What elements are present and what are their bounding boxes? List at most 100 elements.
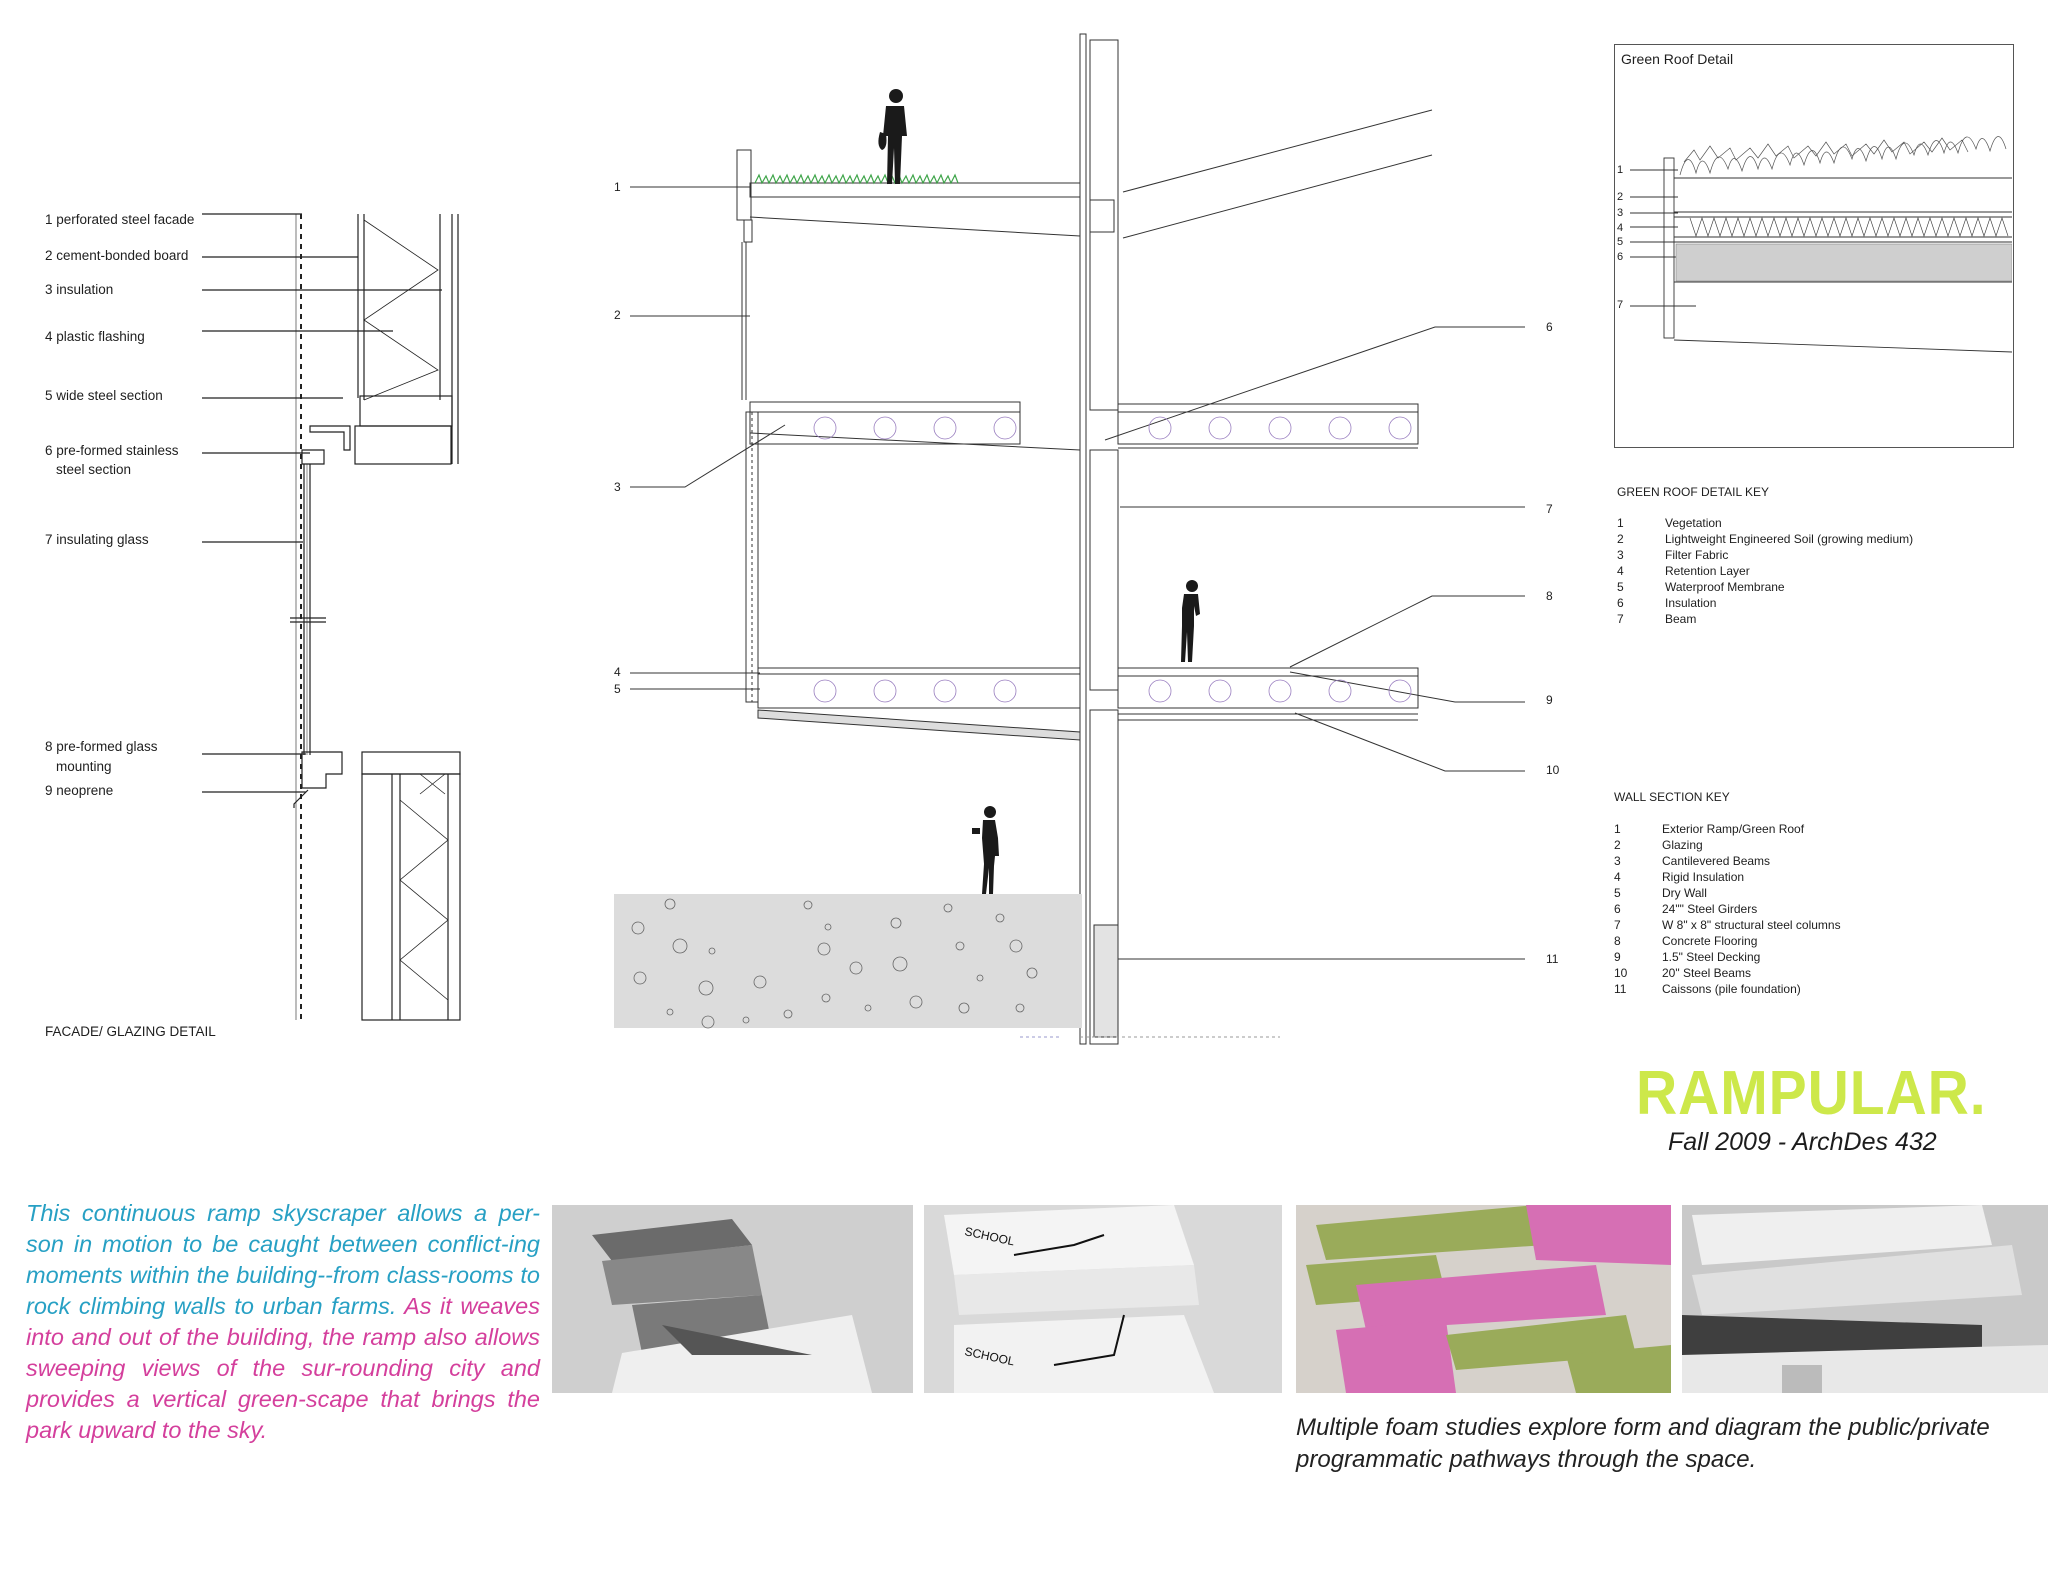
gr-key-num: 4 xyxy=(1617,564,1624,578)
wall-key-text: 1.5" Steel Decking xyxy=(1662,950,1761,964)
wall-key-row-9: 9 1.5" Steel Decking xyxy=(1614,950,1760,964)
model-photo-4-art xyxy=(1682,1205,2048,1393)
gr-num-1: 1 xyxy=(1617,164,1624,176)
facade-label-2: 2 cement-bonded board xyxy=(45,248,189,263)
wall-key-text: Cantilevered Beams xyxy=(1662,854,1771,868)
model-photo-4 xyxy=(1682,1205,2048,1393)
wall-key-row-7: 7 W 8" x 8" structural steel columns xyxy=(1614,918,1841,932)
facade-label-6: 6 pre-formed stainless xyxy=(45,443,179,458)
wall-key-num: 4 xyxy=(1614,870,1621,884)
gr-num-2: 2 xyxy=(1617,191,1624,203)
section-num-1: 1 xyxy=(614,180,621,194)
wall-key-num: 8 xyxy=(1614,934,1621,948)
wall-key-text: W 8" x 8" structural steel columns xyxy=(1662,918,1841,932)
wall-key-num: 6 xyxy=(1614,902,1621,916)
gr-key-text: Vegetation xyxy=(1665,516,1722,530)
section-num-8: 8 xyxy=(1546,589,1553,603)
gr-key-num: 1 xyxy=(1617,516,1624,530)
model-photo-1 xyxy=(552,1205,913,1393)
wall-key-row-8: 8 Concrete Flooring xyxy=(1614,934,1757,948)
model-photo-1-art xyxy=(552,1205,913,1393)
model-photo-3-art xyxy=(1296,1205,1671,1393)
wall-key-num: 9 xyxy=(1614,950,1621,964)
wall-key-text: Caissons (pile foundation) xyxy=(1662,982,1801,996)
section-drawing xyxy=(614,33,1525,1045)
green-roof-title: Green Roof Detail xyxy=(1621,51,1734,67)
gr-key-row-4: 4 Retention Layer xyxy=(1617,564,1750,578)
gr-num-6: 6 xyxy=(1617,251,1624,263)
wall-key-row-1: 1 Exterior Ramp/Green Roof xyxy=(1614,822,1804,836)
facade-drawing xyxy=(202,213,461,1021)
section-num-2: 2 xyxy=(614,308,621,322)
section-num-11: 11 xyxy=(1546,952,1559,966)
wall-key-text: Concrete Flooring xyxy=(1662,934,1758,948)
project-title: RAMPULAR. xyxy=(1636,1059,1987,1128)
model-photo-2: SCHOOL SCHOOL xyxy=(924,1205,1282,1393)
facade-label-9: 9 neoprene xyxy=(45,783,114,798)
wall-key-row-4: 4 Rigid Insulation xyxy=(1614,870,1744,884)
gr-key-num: 2 xyxy=(1617,532,1624,546)
gr-key-text: Waterproof Membrane xyxy=(1665,580,1785,594)
section-num-10: 10 xyxy=(1546,763,1560,777)
wall-key-num: 5 xyxy=(1614,886,1621,900)
section-num-3: 3 xyxy=(614,480,621,494)
wall-key-num: 2 xyxy=(1614,838,1621,852)
green-roof-frame xyxy=(1614,44,2014,448)
wall-key-num: 7 xyxy=(1614,918,1621,932)
wall-key-num: 1 xyxy=(1614,822,1621,836)
gr-num-3: 3 xyxy=(1617,207,1624,219)
gr-key-row-5: 5 Waterproof Membrane xyxy=(1617,580,1785,594)
facade-label-3: 3 insulation xyxy=(45,282,114,297)
photos-caption: Multiple foam studies explore form and d… xyxy=(1296,1414,1990,1473)
gr-key-num: 7 xyxy=(1617,612,1624,626)
wall-key-row-3: 3 Cantilevered Beams xyxy=(1614,854,1770,868)
wall-key-text: 20" Steel Beams xyxy=(1662,966,1751,980)
wall-key-row-5: 5 Dry Wall xyxy=(1614,886,1707,900)
section-num-4: 4 xyxy=(614,665,621,679)
wall-key-title: WALL SECTION KEY xyxy=(1614,790,1730,804)
section-num-7: 7 xyxy=(1546,502,1553,516)
wall-key-row-11: 11 Caissons (pile foundation) xyxy=(1614,982,1801,996)
facade-label-6b: steel section xyxy=(56,462,132,477)
wall-key-text: Dry Wall xyxy=(1662,886,1707,900)
facade-caption: FACADE/ GLAZING DETAIL xyxy=(45,1024,216,1039)
wall-key-row-6: 6 24"" Steel Girders xyxy=(1614,902,1757,916)
gr-num-7: 7 xyxy=(1617,299,1624,311)
gr-key-num: 3 xyxy=(1617,548,1624,562)
gr-key-text: Retention Layer xyxy=(1665,564,1750,578)
wall-key-row-2: 2 Glazing xyxy=(1614,838,1703,852)
project-subtitle: Fall 2009 - ArchDes 432 xyxy=(1668,1128,1937,1156)
gr-key-row-6: 6 Insulation xyxy=(1617,596,1716,610)
gr-num-5: 5 xyxy=(1617,236,1624,248)
wall-key-num: 10 xyxy=(1614,966,1628,980)
gr-key-num: 5 xyxy=(1617,580,1624,594)
gr-key-text: Insulation xyxy=(1665,596,1717,610)
gr-num-4: 4 xyxy=(1617,222,1624,234)
facade-label-7: 7 insulating glass xyxy=(45,532,149,547)
gr-key-row-2: 2 Lightweight Engineered Soil (growing me… xyxy=(1617,532,1913,546)
wall-key-num: 11 xyxy=(1614,982,1627,996)
section-num-6: 6 xyxy=(1546,320,1553,334)
model-photo-2-art: SCHOOL SCHOOL xyxy=(924,1205,1282,1393)
facade-label-8: 8 pre-formed glass xyxy=(45,739,158,754)
wall-key-text: Rigid Insulation xyxy=(1662,870,1745,884)
gr-key-text: Lightweight Engineered Soil (growing med… xyxy=(1665,532,1914,546)
facade-label-8b: mounting xyxy=(56,759,112,774)
gr-key-text: Filter Fabric xyxy=(1665,548,1729,562)
description-cyan: This continuous ramp skyscraper allows a… xyxy=(26,1200,540,1319)
wall-key-num: 3 xyxy=(1614,854,1621,868)
wall-key-text: 24"" Steel Girders xyxy=(1662,902,1758,916)
gr-key-row-1: 1 Vegetation xyxy=(1617,516,1722,530)
model-photo-3 xyxy=(1296,1205,1671,1393)
wall-key-text: Glazing xyxy=(1662,838,1703,852)
facade-label-1: 1 perforated steel facade xyxy=(45,212,195,227)
gr-key-row-3: 3 Filter Fabric xyxy=(1617,548,1728,562)
facade-label-5: 5 wide steel section xyxy=(45,388,163,403)
gr-key-num: 6 xyxy=(1617,596,1624,610)
wall-key-text: Exterior Ramp/Green Roof xyxy=(1662,822,1805,836)
green-roof-key-title: GREEN ROOF DETAIL KEY xyxy=(1617,485,1770,499)
facade-label-4: 4 plastic flashing xyxy=(45,329,145,344)
section-num-5: 5 xyxy=(614,682,621,696)
description-magenta: As it weaves into and out of the buildin… xyxy=(26,1293,540,1443)
